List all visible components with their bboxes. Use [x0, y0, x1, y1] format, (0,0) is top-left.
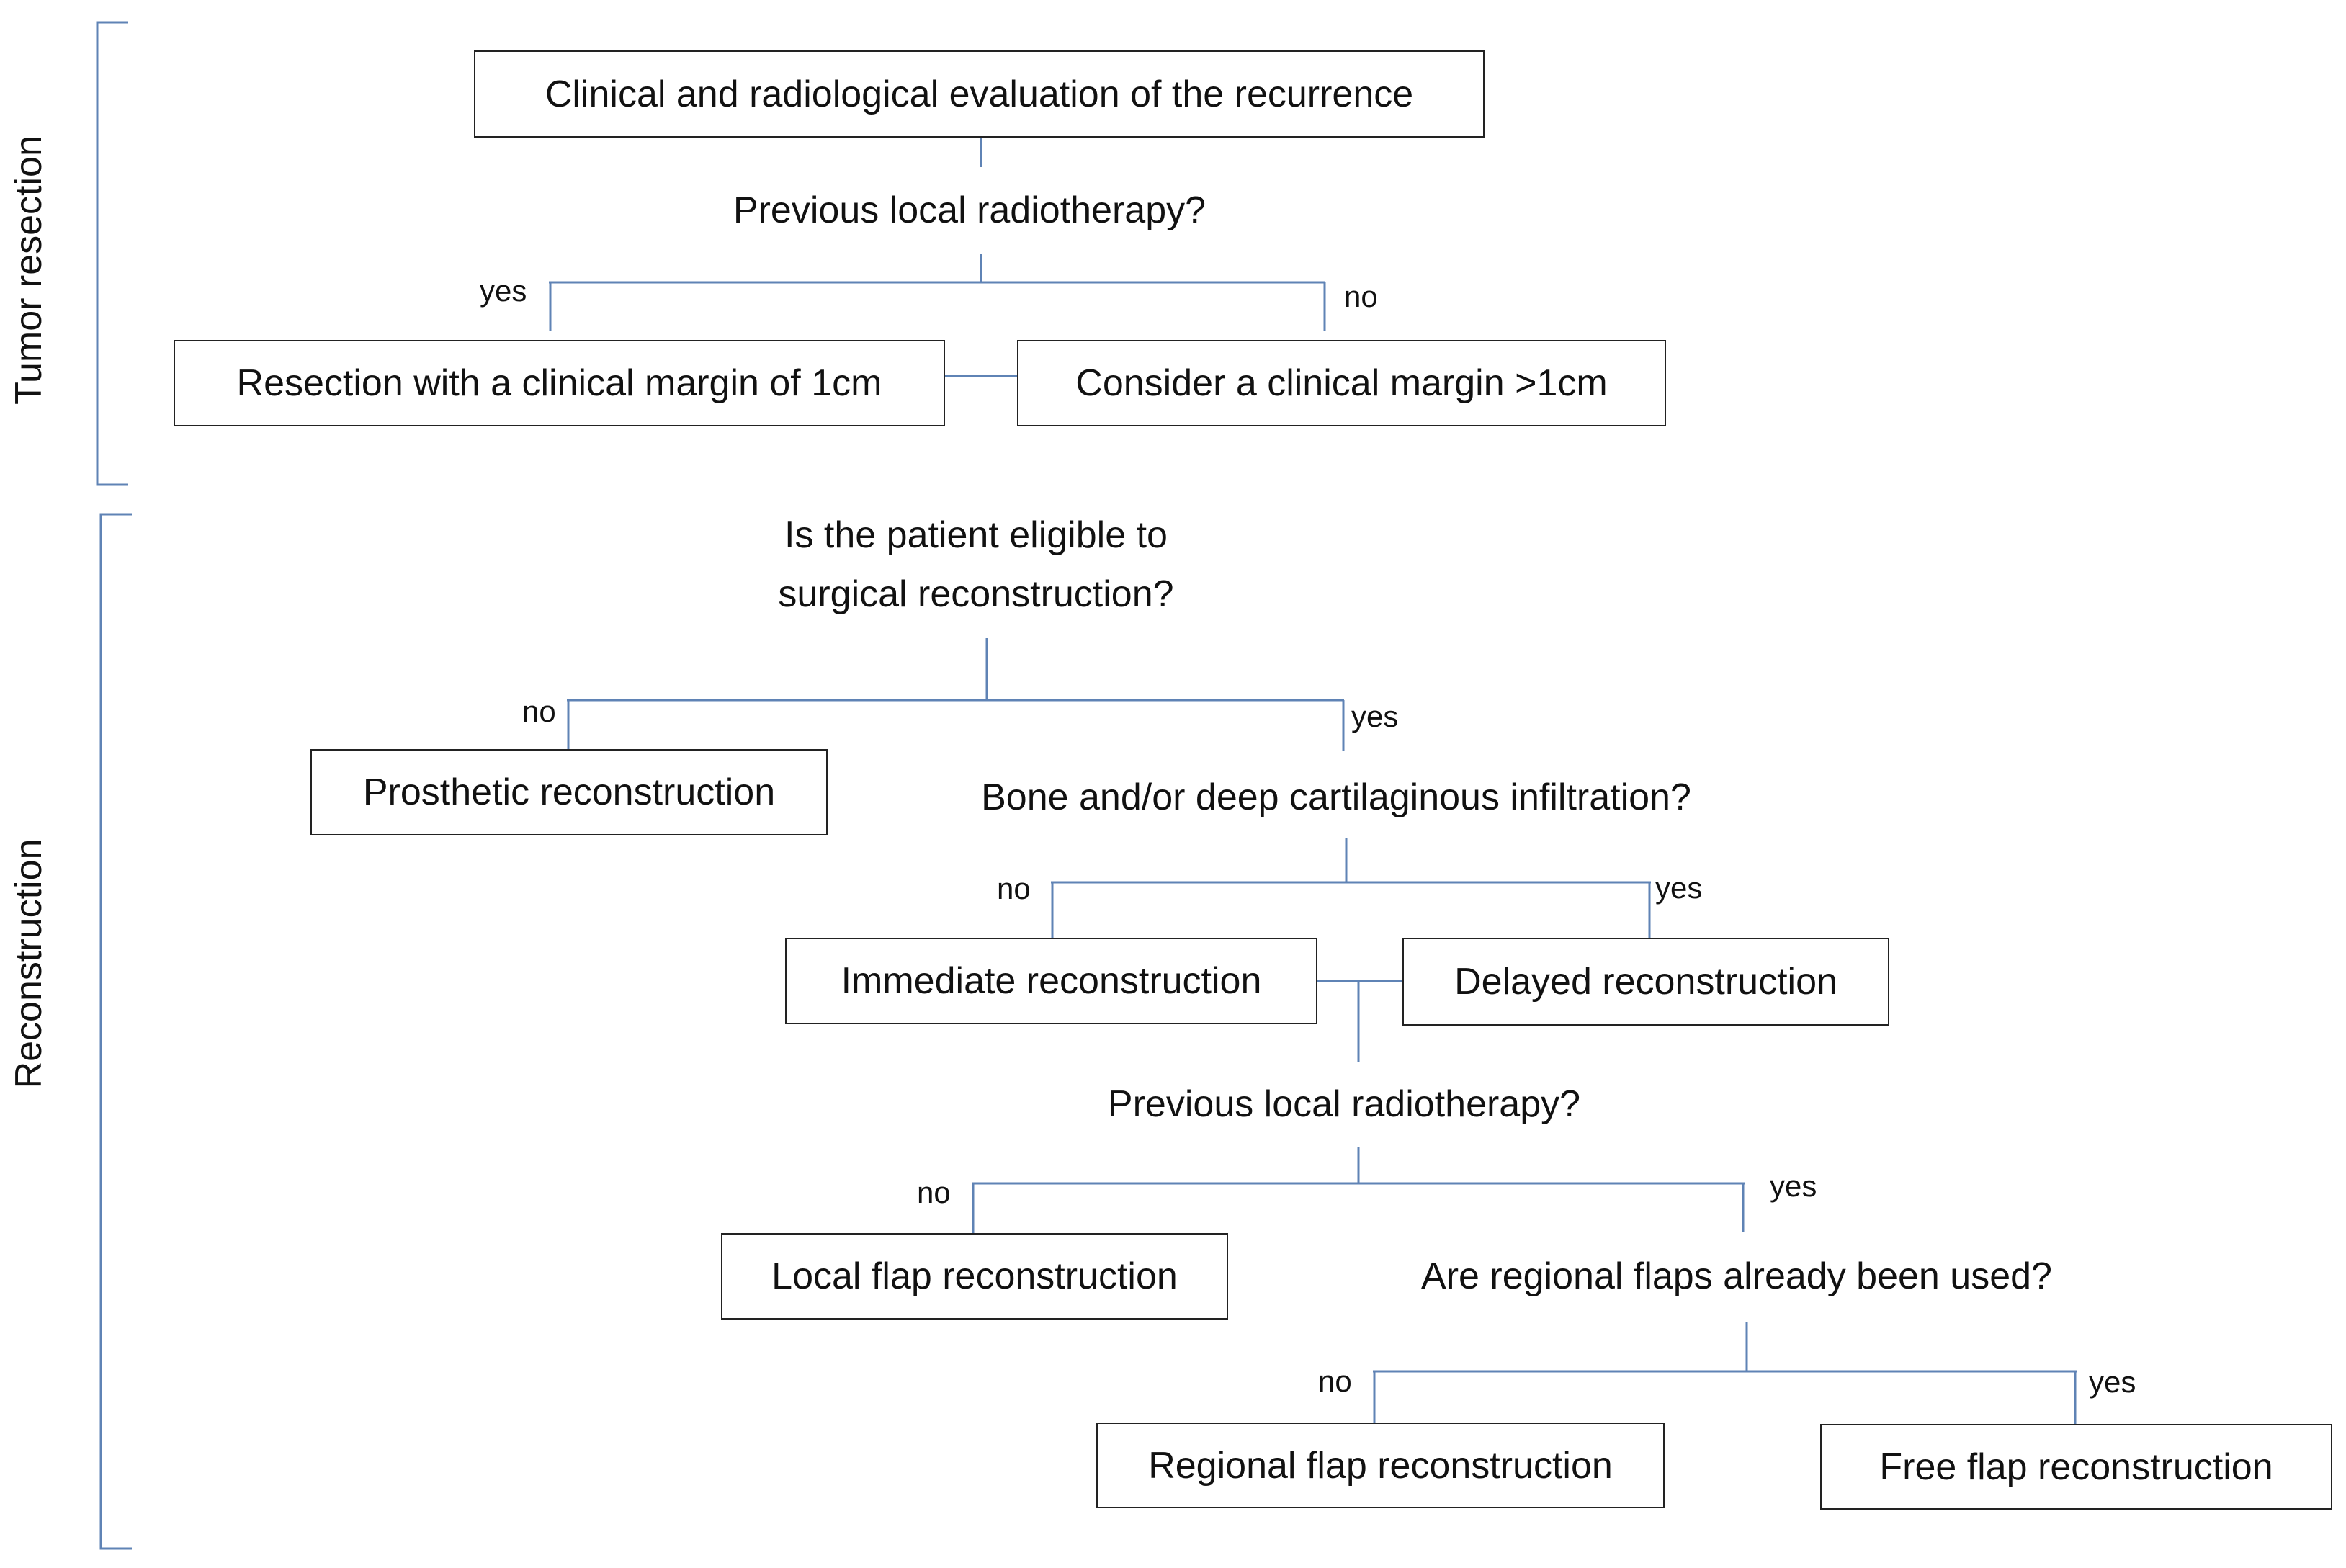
section-label-reconstruction: Reconstruction [8, 838, 50, 1089]
node-resection-1cm: Resection with a clinical margin of 1cm [174, 340, 945, 426]
node-delayed-reconstruction: Delayed reconstruction [1402, 938, 1889, 1026]
question-patient-eligible: Is the patient eligible to surgical reco… [778, 506, 1173, 624]
question-previous-radiotherapy-2: Previous local radiotherapy? [1107, 1083, 1581, 1125]
edge-label-no: no [522, 694, 556, 728]
question-bone-infiltration: Bone and/or deep cartilaginous infiltrat… [981, 776, 1691, 818]
edge-label-yes: yes [2089, 1365, 2136, 1399]
node-free-flap-reconstruction: Free flap reconstruction [1820, 1424, 2332, 1510]
edge-label-no: no [1344, 279, 1378, 313]
edge-label-no: no [1318, 1364, 1352, 1398]
node-clinical-evaluation: Clinical and radiological evaluation of … [474, 50, 1485, 138]
edge-label-no: no [997, 872, 1031, 905]
node-local-flap-reconstruction: Local flap reconstruction [721, 1233, 1228, 1320]
bracket-tumor-resection [96, 21, 128, 486]
node-immediate-reconstruction: Immediate reconstruction [785, 938, 1317, 1024]
edge-label-yes: yes [480, 274, 527, 308]
question-patient-eligible-line2: surgical reconstruction? [778, 573, 1174, 615]
node-regional-flap-reconstruction: Regional flap reconstruction [1096, 1423, 1665, 1508]
edge-label-yes: yes [1351, 699, 1399, 733]
edge-label-yes: yes [1655, 871, 1703, 905]
section-label-tumor-resection: Tumor resection [8, 135, 50, 405]
question-patient-eligible-line1: Is the patient eligible to [784, 514, 1168, 556]
edge-label-no: no [917, 1175, 951, 1209]
node-prosthetic-reconstruction: Prosthetic reconstruction [310, 749, 828, 835]
bracket-reconstruction [99, 513, 132, 1550]
edge-label-yes: yes [1770, 1169, 1817, 1203]
question-regional-flaps-used: Are regional flaps already been used? [1421, 1255, 2052, 1297]
question-previous-radiotherapy-1: Previous local radiotherapy? [733, 189, 1206, 231]
node-margin-gt-1cm: Consider a clinical margin >1cm [1017, 340, 1666, 426]
